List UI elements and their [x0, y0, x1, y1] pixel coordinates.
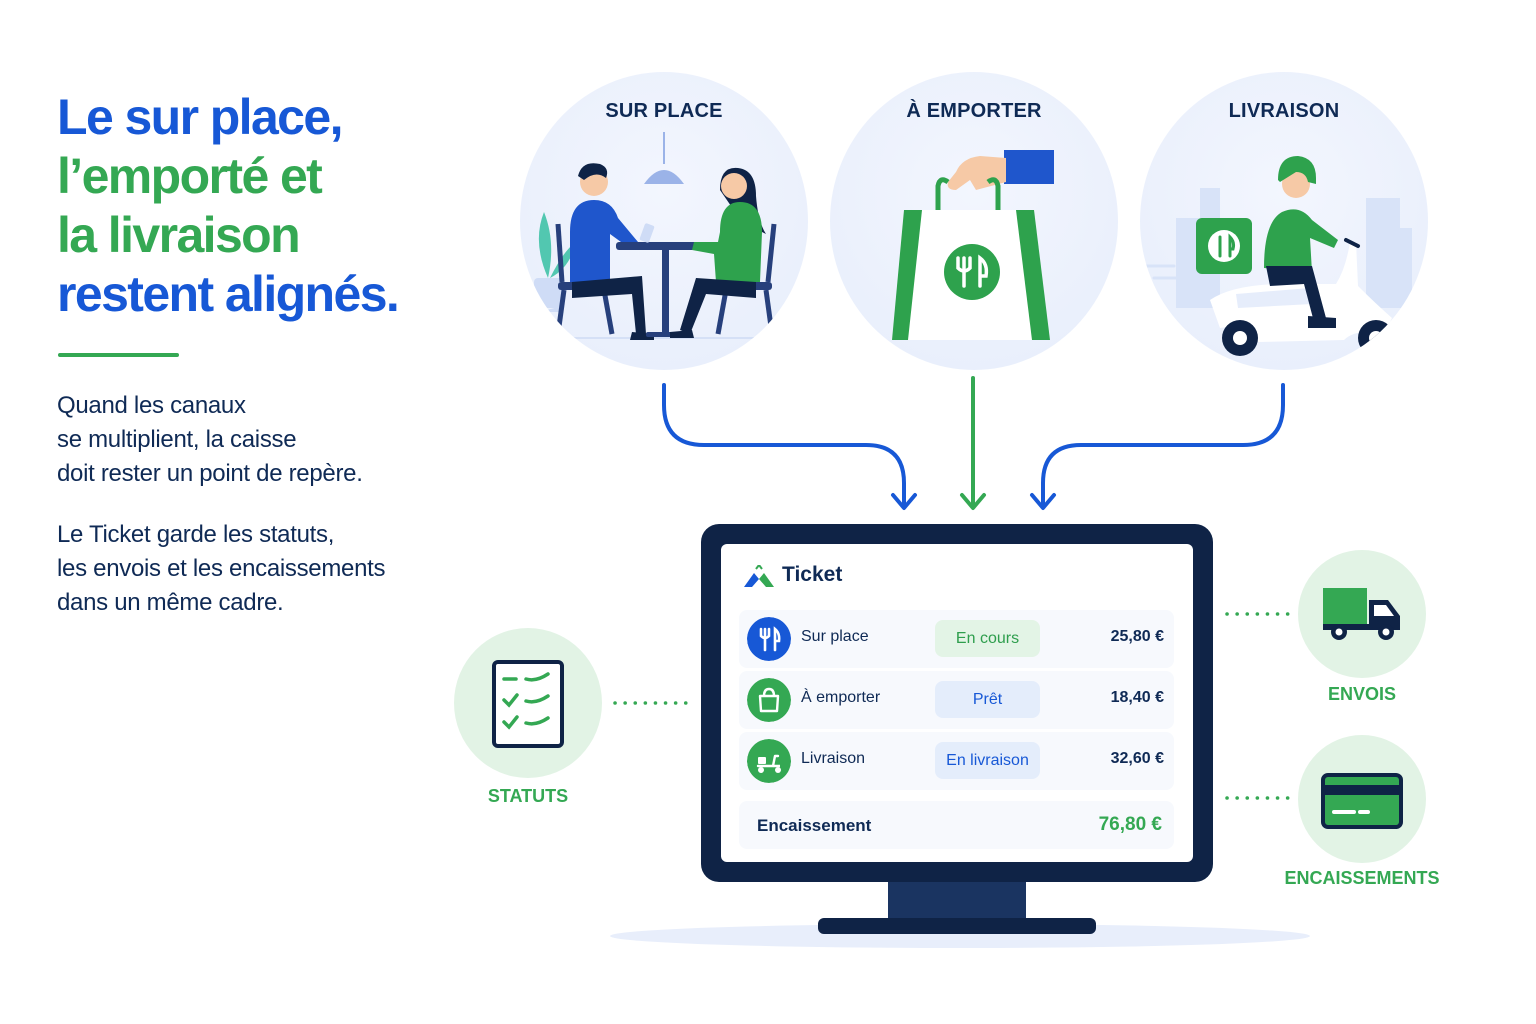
status-badge: En livraison	[935, 742, 1040, 779]
ticket-total-row: Encaissement 76,80 €	[739, 801, 1174, 849]
ticket-title: Ticket	[782, 563, 843, 586]
channel-title: À EMPORTER	[906, 100, 1042, 122]
row-amount: 18,40 €	[1110, 689, 1164, 706]
channel-title: LIVRAISON	[1228, 100, 1340, 122]
status-badge: En cours	[935, 620, 1040, 657]
total-label: Encaissement	[757, 816, 872, 835]
headline-line-3: la livraison	[57, 207, 301, 263]
channel-livraison: LIVRAISON	[1140, 72, 1428, 370]
row-amount: 32,60 €	[1110, 750, 1164, 767]
channel-a-emporter: À EMPORTER	[830, 72, 1118, 370]
statuts-label: STATUTS	[487, 786, 569, 806]
headline-line-1: Le sur place,	[57, 89, 343, 145]
monitor-stand	[818, 918, 1096, 934]
fork-knife-icon	[747, 617, 791, 661]
accent-divider	[58, 353, 179, 357]
truck-icon	[1323, 588, 1400, 640]
encaissements-label: ENCAISSEMENTS	[1284, 868, 1440, 888]
row-label: Sur place	[801, 628, 869, 645]
row-label: À emporter	[801, 689, 881, 706]
intro-paragraph-1: Quand les canaux se multiplient, la cais…	[57, 389, 363, 491]
intro-p2-line: les envois et les encaissements	[57, 555, 386, 582]
arrowhead-livraison	[1030, 493, 1056, 510]
connector-livraison	[1041, 383, 1285, 507]
envois-circle	[1298, 550, 1426, 678]
arrowhead-sur-place	[891, 493, 917, 510]
monitor-neck	[888, 882, 1026, 922]
intro-p2-line: dans un même cadre.	[57, 589, 284, 616]
connector-sur-place	[662, 383, 906, 507]
checklist-icon	[492, 660, 564, 748]
arrowhead-emporter	[960, 493, 986, 510]
bag-icon	[747, 678, 791, 722]
statuts-circle	[454, 628, 602, 778]
ticket-row-sur-place[interactable]: Sur place En cours 25,80 €	[739, 610, 1174, 668]
dining-table-icon	[534, 132, 778, 340]
encaissements-circle	[1298, 735, 1426, 863]
status-badge: Prêt	[935, 681, 1040, 718]
envois-label: ENVOIS	[1327, 684, 1397, 704]
delivery-scooter-icon	[1142, 156, 1412, 356]
intro-p2-line: Le Ticket garde les statuts,	[57, 521, 335, 548]
intro-paragraph-2: Le Ticket garde les statuts, les envois …	[57, 518, 386, 620]
headline-line-4: restent alignés.	[57, 266, 400, 322]
takeaway-bag-icon	[892, 150, 1054, 340]
channel-sur-place: SUR PLACE	[520, 72, 808, 370]
ticket-logo-icon	[744, 565, 774, 587]
channel-title: SUR PLACE	[605, 100, 723, 122]
ticket-row-a-emporter[interactable]: À emporter Prêt 18,40 €	[739, 671, 1174, 729]
headline: Le sur place, l’emporté et la livraison …	[57, 88, 400, 324]
credit-card-icon	[1321, 773, 1403, 829]
intro-p1-line: doit rester un point de repère.	[57, 460, 363, 487]
ticket-row-livraison[interactable]: Livraison En livraison 32,60 €	[739, 732, 1174, 790]
total-amount: 76,80 €	[1098, 814, 1162, 835]
intro-p1-line: se multiplient, la caisse	[57, 426, 297, 453]
headline-line-2: l’emporté et	[57, 148, 323, 204]
row-label: Livraison	[801, 750, 866, 767]
scooter-icon	[747, 739, 791, 783]
intro-p1-line: Quand les canaux	[57, 392, 246, 419]
row-amount: 25,80 €	[1110, 628, 1164, 645]
